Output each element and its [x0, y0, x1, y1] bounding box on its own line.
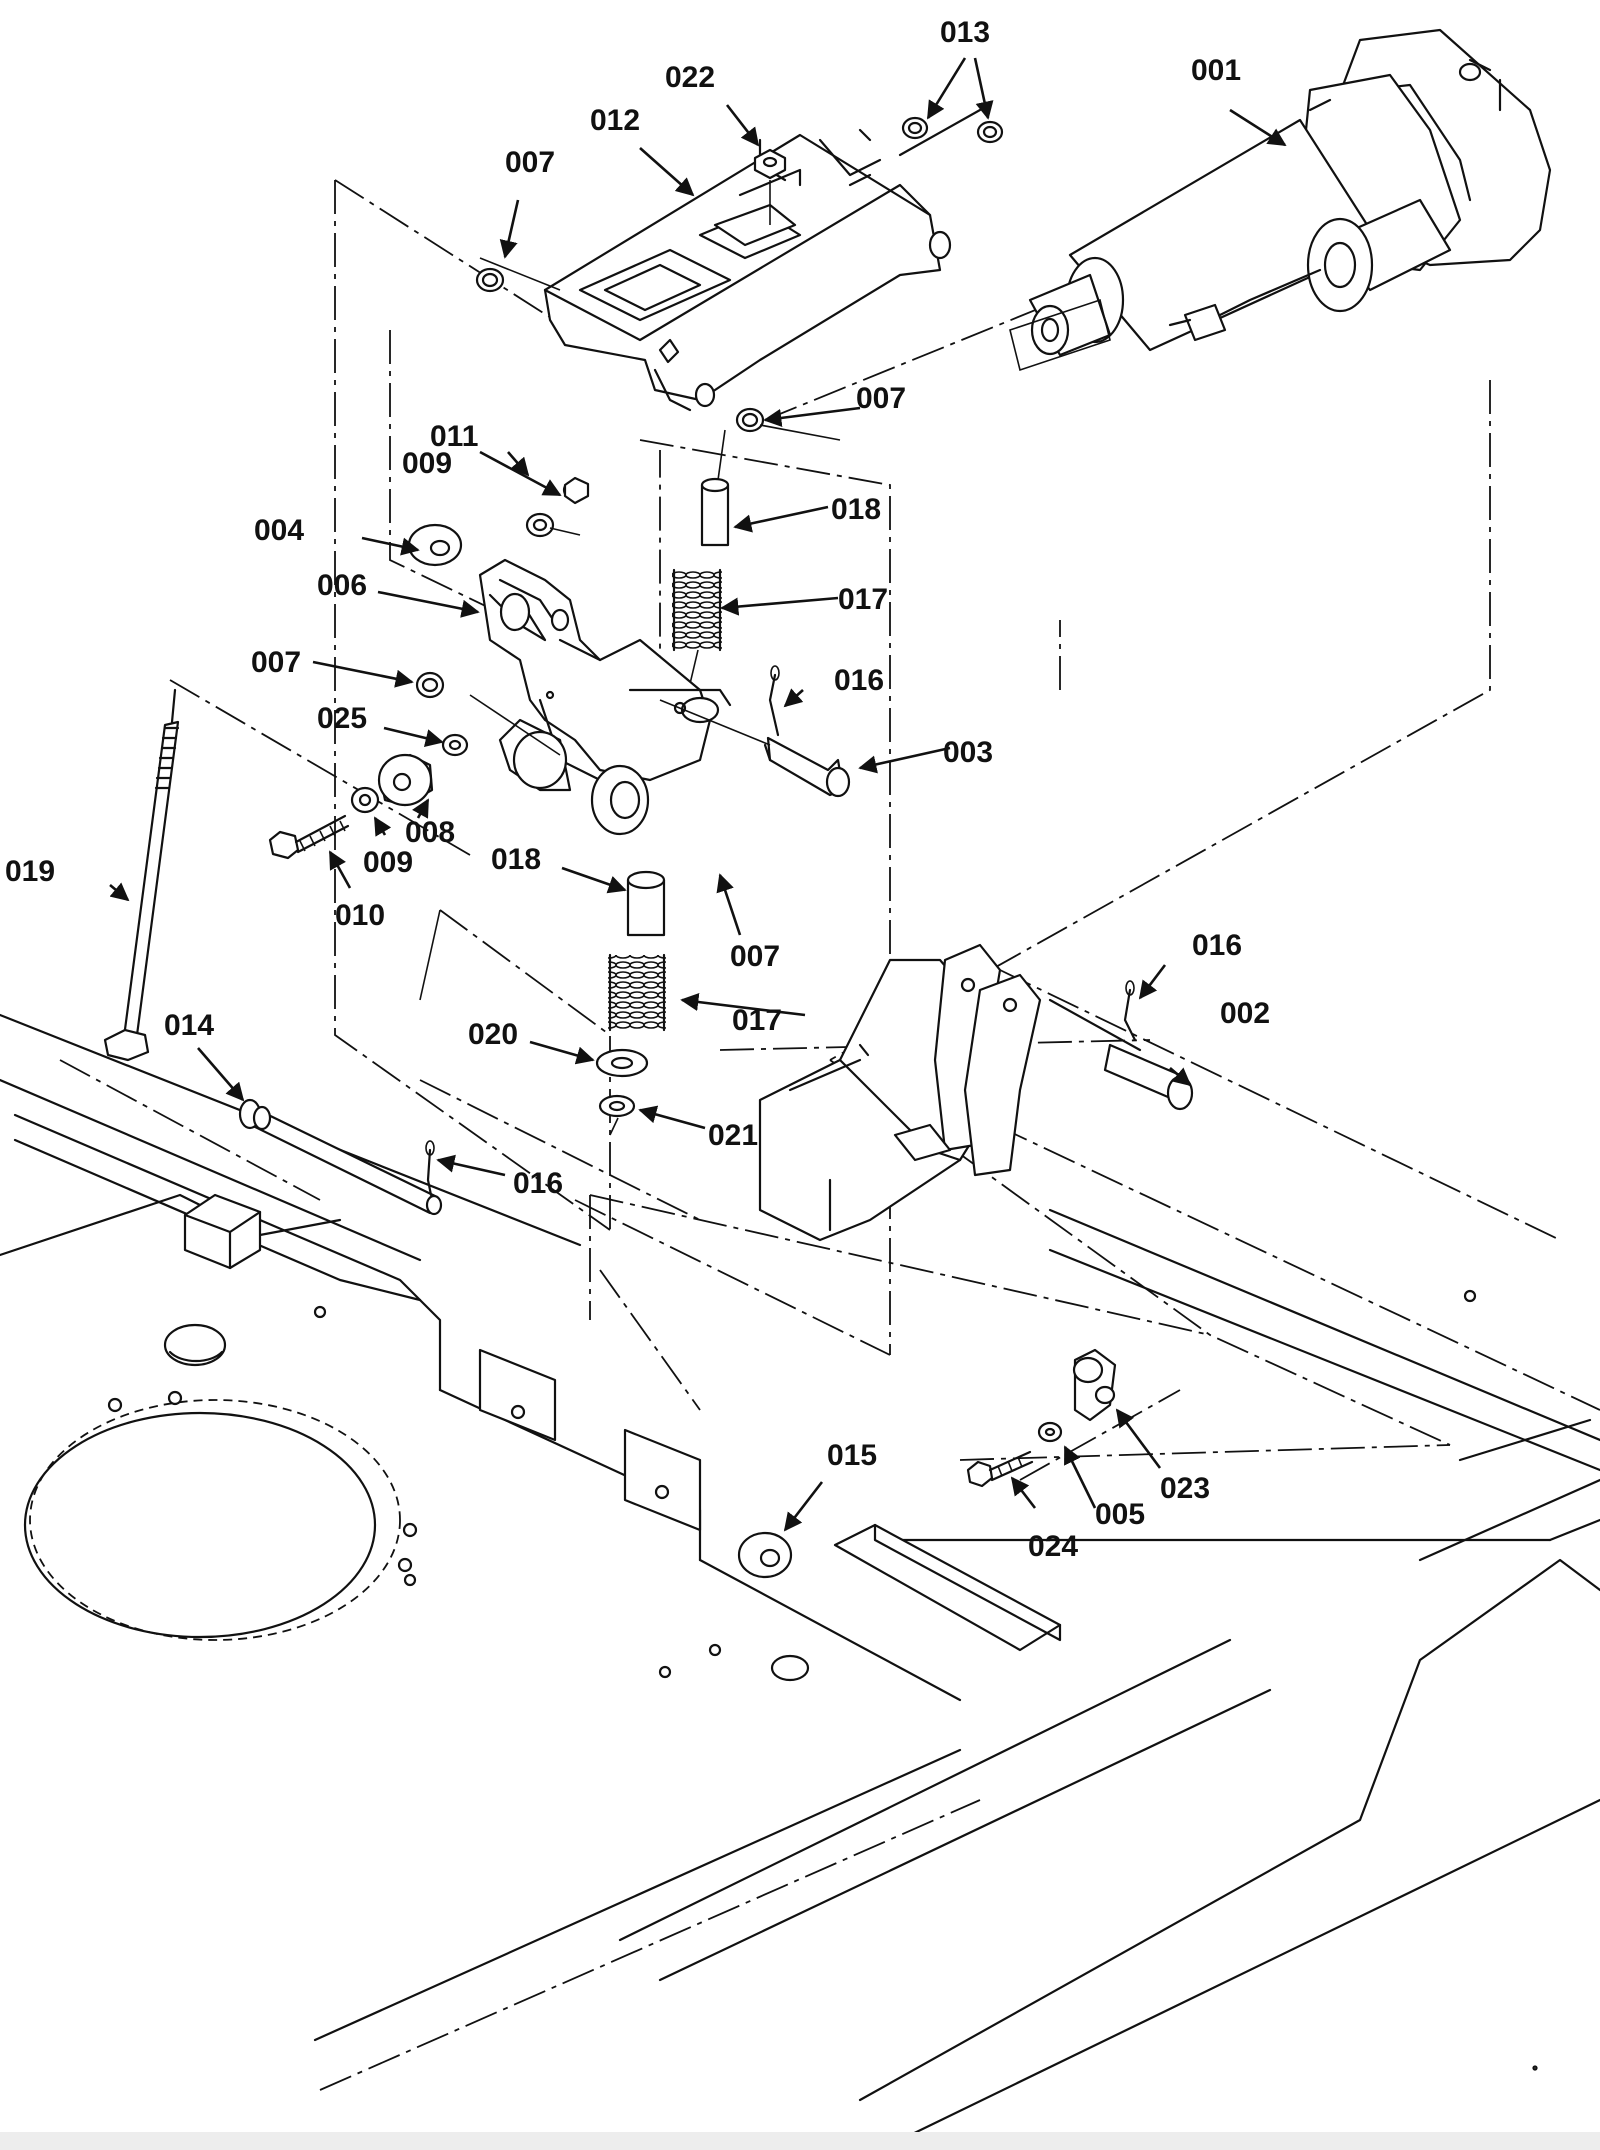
callout-007-top: 007 [505, 146, 555, 179]
actuator-001 [1009, 28, 1552, 372]
callout-009-lower: 009 [363, 846, 413, 879]
clamp-hardware [966, 1348, 1117, 1488]
bellcrank-006 [469, 558, 732, 836]
callout-016-top: 016 [834, 664, 884, 697]
callout-labels: 001 002 003 004 005 006 007 007 007 007 … [5, 16, 1270, 1563]
callout-009-top: 009 [402, 447, 452, 480]
callout-023: 023 [1160, 1472, 1210, 1505]
callout-019: 019 [5, 855, 55, 888]
callout-007-right: 007 [856, 382, 906, 415]
hardware-top [475, 116, 1004, 441]
stray-dot [1532, 2065, 1538, 2071]
callout-003: 003 [943, 736, 993, 769]
spacer-015 [737, 1531, 793, 1579]
bottom-strip [0, 2132, 1600, 2150]
callout-022: 022 [665, 61, 715, 94]
callout-017-lower: 017 [732, 1004, 782, 1037]
callout-015: 015 [827, 1439, 877, 1472]
callout-014: 014 [164, 1009, 214, 1042]
callout-011: 011 [430, 420, 478, 453]
callout-018-lower: 018 [491, 843, 541, 876]
upper-spring-stack [672, 429, 730, 706]
callout-002: 002 [1220, 997, 1270, 1030]
callout-025: 025 [317, 702, 367, 735]
callout-020: 020 [468, 1018, 518, 1051]
bracket-012 [543, 108, 982, 412]
callout-012: 012 [590, 104, 640, 137]
left-hardware [268, 476, 590, 860]
clevis-bracket [758, 943, 1194, 1242]
callout-021: 021 [708, 1119, 758, 1152]
callout-017-top: 017 [838, 583, 888, 616]
center-lines [59, 179, 1600, 1481]
callout-010: 010 [335, 899, 385, 932]
base-frame [0, 1013, 1600, 2142]
callout-008: 008 [405, 816, 455, 849]
callout-016-lower: 016 [513, 1167, 563, 1200]
callout-016-right: 016 [1192, 929, 1242, 962]
rod-019 [103, 688, 180, 1062]
callout-006: 006 [317, 569, 367, 602]
callout-arrows [109, 57, 1287, 1532]
callout-018-top: 018 [831, 493, 881, 526]
pin-003 [659, 665, 851, 798]
callout-013: 013 [940, 16, 990, 49]
lower-spring-stack [419, 870, 666, 1136]
callout-024: 024 [1028, 1530, 1078, 1563]
pin-014 [238, 1098, 443, 1216]
callout-001: 001 [1191, 54, 1241, 87]
callout-004: 004 [254, 514, 304, 547]
callout-007-lower: 007 [730, 940, 780, 973]
callout-005: 005 [1095, 1498, 1145, 1531]
callout-007-left: 007 [251, 646, 301, 679]
